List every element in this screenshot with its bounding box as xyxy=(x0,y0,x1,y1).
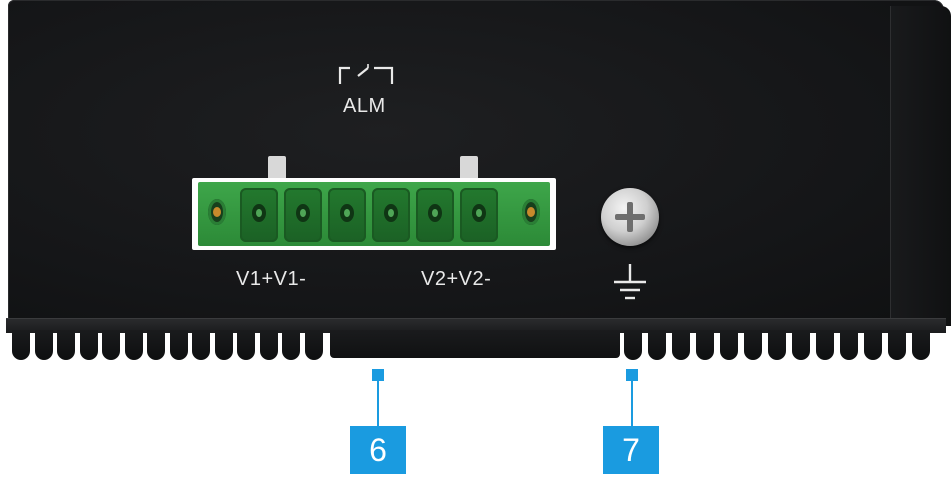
terminal-pin[interactable] xyxy=(460,188,498,242)
alarm-label: ALM xyxy=(343,95,386,117)
terminal-pin-hole xyxy=(252,204,266,222)
heat-sink-fin xyxy=(237,330,255,360)
heat-sink-fin xyxy=(624,330,642,360)
callout-7-dot xyxy=(626,369,638,381)
ground-icon xyxy=(614,264,646,300)
callout-7-badge: 7 xyxy=(603,426,659,474)
connector-latch-right xyxy=(460,156,478,182)
heat-sink-fin xyxy=(840,330,858,360)
heat-sink-fin xyxy=(34,330,53,360)
heat-sink-fin xyxy=(192,330,210,360)
terminal-pin[interactable] xyxy=(328,188,366,242)
terminal-pin[interactable] xyxy=(284,188,322,242)
heat-sink-fin xyxy=(720,330,738,360)
heat-sink-fin xyxy=(147,330,165,360)
terminal-pin-hole xyxy=(472,204,486,222)
heat-sink-fin xyxy=(816,330,834,360)
terminal-pin-hole xyxy=(428,204,442,222)
heat-sink-fin xyxy=(12,330,30,360)
terminal-pin[interactable] xyxy=(416,188,454,242)
heat-sink-fin xyxy=(888,330,906,360)
terminal-pin[interactable] xyxy=(240,188,278,242)
terminal-pin-hole xyxy=(384,204,398,222)
heat-sink-fin xyxy=(912,330,930,360)
heat-sink-fin xyxy=(696,330,714,360)
terminal-mount-screw-left xyxy=(208,199,226,225)
heat-sink-fin xyxy=(768,330,786,360)
power-label-v2: V2+V2- xyxy=(421,268,492,290)
switch-device-panel: ALM V1+V1- V2+V2- xyxy=(6,0,951,370)
terminal-pin[interactable] xyxy=(372,188,410,242)
heat-sink-fin xyxy=(214,330,233,360)
ground-screw-icon[interactable] xyxy=(601,188,659,246)
heat-sink-fin xyxy=(648,330,666,360)
callout-6-dot xyxy=(372,369,384,381)
callout-7-line xyxy=(631,380,633,426)
heat-sink-fin xyxy=(672,330,690,360)
heat-sink-fin xyxy=(864,330,882,360)
heat-sink-fin xyxy=(259,330,278,360)
heat-sink-fin xyxy=(102,330,120,360)
heat-sink-fins xyxy=(12,330,942,370)
connector-latch-left xyxy=(268,156,286,182)
terminal-mount-screw-right xyxy=(522,199,540,225)
heat-sink-fin xyxy=(282,330,300,360)
alarm-relay-icon xyxy=(338,64,394,84)
terminal-pin-hole xyxy=(296,204,310,222)
callout-6-line xyxy=(377,380,379,426)
heat-sink-center-block xyxy=(330,330,620,358)
heat-sink-fin xyxy=(792,330,810,360)
heat-sink-fin xyxy=(57,330,75,360)
terminal-pin-hole xyxy=(340,204,354,222)
heat-sink-fin xyxy=(124,330,143,360)
heat-sink-fin xyxy=(304,330,323,360)
heat-sink-fin xyxy=(169,330,188,360)
heat-sink-fin xyxy=(79,330,98,360)
power-label-v1: V1+V1- xyxy=(236,268,307,290)
chassis-side-edge xyxy=(890,6,951,326)
power-terminal-block[interactable] xyxy=(198,182,550,246)
heat-sink-fin xyxy=(744,330,762,360)
base-plate xyxy=(6,318,946,333)
callout-6-badge: 6 xyxy=(350,426,406,474)
